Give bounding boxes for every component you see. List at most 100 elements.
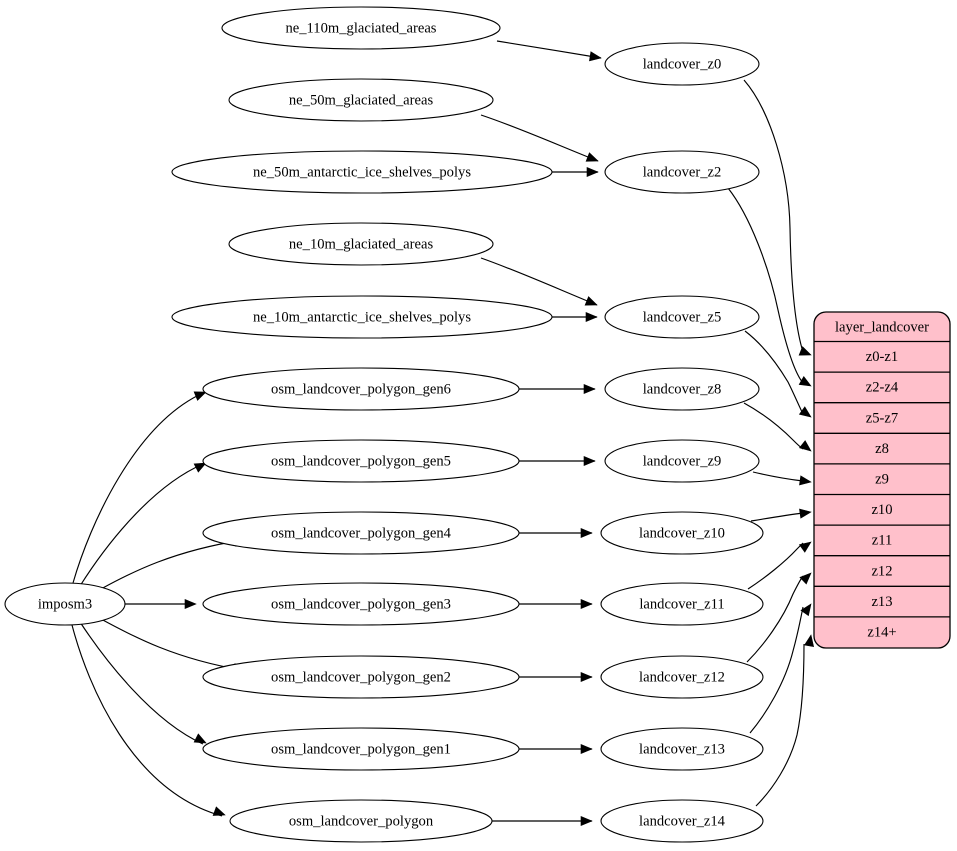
node-shape-osm_landcover_polygon_gen2 bbox=[202, 655, 520, 699]
record-row-label-z14+: z14+ bbox=[867, 625, 896, 641]
node-osm_landcover_polygon[interactable]: osm_landcover_polygon bbox=[229, 799, 493, 843]
arrowhead-row_z12 bbox=[799, 572, 812, 585]
edge-landcover_z13-to-row_z13 bbox=[749, 606, 804, 734]
arrowhead-row_z9 bbox=[799, 475, 812, 486]
record-row-label-z11: z11 bbox=[872, 533, 893, 549]
node-osm_landcover_polygon_gen5[interactable]: osm_landcover_polygon_gen5 bbox=[202, 439, 520, 483]
node-shape-landcover_z9 bbox=[604, 439, 760, 483]
node-label-landcover_z14: landcover_z14 bbox=[639, 813, 726, 829]
node-osm_landcover_polygon_gen2[interactable]: osm_landcover_polygon_gen2 bbox=[202, 655, 520, 699]
node-label-ne_10m_antarctic_ice_shelves_polys: ne_10m_antarctic_ice_shelves_polys bbox=[253, 309, 471, 325]
arrowhead-row_z2-z4 bbox=[798, 375, 812, 387]
edge-landcover_z14-to-row_z14+ bbox=[755, 643, 805, 807]
node-label-landcover_z2: landcover_z2 bbox=[643, 164, 722, 180]
node-imposm3[interactable]: imposm3 bbox=[4, 582, 126, 626]
edge-landcover_z8-to-row_z8 bbox=[743, 402, 804, 450]
arrowhead-landcover_z12 bbox=[580, 671, 593, 683]
edge-landcover_z9-to-row_z9 bbox=[752, 471, 804, 482]
node-landcover_z8[interactable]: landcover_z8 bbox=[604, 367, 760, 411]
node-landcover_z5[interactable]: landcover_z5 bbox=[604, 295, 760, 339]
node-shape-landcover_z8 bbox=[604, 367, 760, 411]
node-shape-osm_landcover_polygon_gen6 bbox=[202, 367, 520, 411]
node-label-ne_10m_glaciated_areas: ne_10m_glaciated_areas bbox=[289, 236, 434, 252]
node-shape-landcover_z12 bbox=[600, 655, 764, 699]
arrowhead-row_z13 bbox=[800, 603, 812, 617]
node-landcover_z10[interactable]: landcover_z10 bbox=[600, 511, 764, 555]
node-osm_landcover_polygon_gen6[interactable]: osm_landcover_polygon_gen6 bbox=[202, 367, 520, 411]
edge-landcover_z0-to-row_z0-z1 bbox=[743, 79, 804, 353]
arrowhead-row_z0-z1 bbox=[798, 346, 812, 356]
record-row-label-z10: z10 bbox=[871, 502, 892, 518]
node-ne_50m_glaciated_areas[interactable]: ne_50m_glaciated_areas bbox=[228, 78, 494, 122]
node-landcover_z12[interactable]: landcover_z12 bbox=[600, 655, 764, 699]
edge-landcover_z10-to-row_z10 bbox=[750, 512, 804, 522]
node-label-imposm3: imposm3 bbox=[38, 596, 92, 612]
node-osm_landcover_polygon_gen4[interactable]: osm_landcover_polygon_gen4 bbox=[202, 511, 520, 555]
node-osm_landcover_polygon_gen1[interactable]: osm_landcover_polygon_gen1 bbox=[202, 727, 520, 771]
node-shape-landcover_z13 bbox=[600, 727, 764, 771]
arrowhead-row_z10 bbox=[799, 508, 812, 519]
node-shape-ne_50m_glaciated_areas bbox=[228, 78, 494, 122]
edge-imposm3-to-osm_landcover_polygon_gen1 bbox=[79, 621, 204, 745]
node-shape-osm_landcover_polygon_gen5 bbox=[202, 439, 520, 483]
arrowhead-gen3 bbox=[184, 598, 197, 610]
node-label-osm_landcover_polygon_gen2: osm_landcover_polygon_gen2 bbox=[271, 669, 451, 685]
node-label-osm_landcover_polygon_gen6: osm_landcover_polygon_gen6 bbox=[271, 381, 451, 397]
arrowhead-landcover_z0 bbox=[589, 51, 602, 62]
node-landcover_z9[interactable]: landcover_z9 bbox=[604, 439, 760, 483]
node-shape-ne_10m_glaciated_areas bbox=[228, 222, 494, 266]
node-shape-osm_landcover_polygon_gen3 bbox=[202, 582, 520, 626]
arrowhead-landcover_z5-b bbox=[585, 311, 598, 323]
node-shape-landcover_z11 bbox=[600, 582, 764, 626]
node-shape-landcover_z2 bbox=[604, 150, 760, 194]
arrowhead-row_z11 bbox=[798, 541, 812, 553]
arrowhead-landcover_z11 bbox=[580, 598, 593, 610]
record-row-label-layer_landcover: layer_landcover bbox=[835, 319, 929, 335]
node-label-landcover_z9: landcover_z9 bbox=[643, 453, 722, 469]
node-landcover_z13[interactable]: landcover_z13 bbox=[600, 727, 764, 771]
node-shape-osm_landcover_polygon bbox=[229, 799, 493, 843]
edge-landcover_z11-to-row_z11 bbox=[747, 542, 804, 590]
node-label-osm_landcover_polygon_gen1: osm_landcover_polygon_gen1 bbox=[271, 741, 451, 757]
node-shape-landcover_z10 bbox=[600, 511, 764, 555]
node-label-osm_landcover_polygon_gen5: osm_landcover_polygon_gen5 bbox=[271, 453, 451, 469]
node-ne_10m_antarctic_ice_shelves_polys[interactable]: ne_10m_antarctic_ice_shelves_polys bbox=[171, 295, 553, 339]
edge-imposm3-to-osm_landcover_polygon_gen2 bbox=[100, 618, 243, 671]
node-label-osm_landcover_polygon_gen4: osm_landcover_polygon_gen4 bbox=[271, 525, 452, 541]
arrowhead-landcover_z14 bbox=[580, 815, 593, 827]
arrowhead-landcover_z13 bbox=[580, 743, 593, 755]
node-label-ne_110m_glaciated_areas: ne_110m_glaciated_areas bbox=[285, 20, 436, 36]
node-label-ne_50m_antarctic_ice_shelves_polys: ne_50m_antarctic_ice_shelves_polys bbox=[253, 164, 471, 180]
node-label-landcover_z5: landcover_z5 bbox=[643, 309, 722, 325]
node-landcover_z14[interactable]: landcover_z14 bbox=[600, 799, 764, 843]
edge-ne_110m_glaciated_areas-to-landcover_z0 bbox=[496, 40, 602, 59]
record-row-label-z9: z9 bbox=[875, 472, 889, 488]
record-row-label-z13: z13 bbox=[871, 594, 892, 610]
node-label-landcover_z8: landcover_z8 bbox=[643, 381, 722, 397]
node-shape-osm_landcover_polygon_gen1 bbox=[202, 727, 520, 771]
arrowhead-landcover_z5-a bbox=[584, 296, 598, 306]
node-label-landcover_z12: landcover_z12 bbox=[639, 669, 725, 685]
arrowhead-landcover_z8 bbox=[583, 383, 596, 395]
node-shape-landcover_z14 bbox=[600, 799, 764, 843]
edge-ne_10m_glaciated_areas-to-landcover_z5 bbox=[480, 257, 598, 306]
node-shape-landcover_z5 bbox=[604, 295, 760, 339]
node-landcover_z2[interactable]: landcover_z2 bbox=[604, 150, 760, 194]
node-shape-ne_10m_antarctic_ice_shelves_polys bbox=[171, 295, 553, 339]
node-label-osm_landcover_polygon: osm_landcover_polygon bbox=[289, 813, 434, 829]
node-label-ne_50m_glaciated_areas: ne_50m_glaciated_areas bbox=[289, 92, 434, 108]
edge-landcover_z2-to-row_z2-z4 bbox=[727, 187, 804, 384]
node-ne_10m_glaciated_areas[interactable]: ne_10m_glaciated_areas bbox=[228, 222, 494, 266]
node-landcover_z11[interactable]: landcover_z11 bbox=[600, 582, 764, 626]
node-ne_110m_glaciated_areas[interactable]: ne_110m_glaciated_areas bbox=[221, 6, 501, 50]
node-landcover_z0[interactable]: landcover_z0 bbox=[604, 42, 760, 86]
edge-imposm3-to-osm_landcover_polygon_gen4 bbox=[100, 539, 244, 590]
node-shape-ne_50m_antarctic_ice_shelves_polys bbox=[171, 150, 553, 194]
arrowhead-landcover_z2-a bbox=[585, 152, 599, 162]
arrowhead-landcover_z2-b bbox=[586, 166, 599, 178]
node-osm_landcover_polygon_gen3[interactable]: osm_landcover_polygon_gen3 bbox=[202, 582, 520, 626]
node-ne_50m_antarctic_ice_shelves_polys[interactable]: ne_50m_antarctic_ice_shelves_polys bbox=[171, 150, 553, 194]
record-table-layer_landcover[interactable]: layer_landcoverz0-z1z2-z4z5-z7z8z9z10z11… bbox=[813, 311, 951, 649]
